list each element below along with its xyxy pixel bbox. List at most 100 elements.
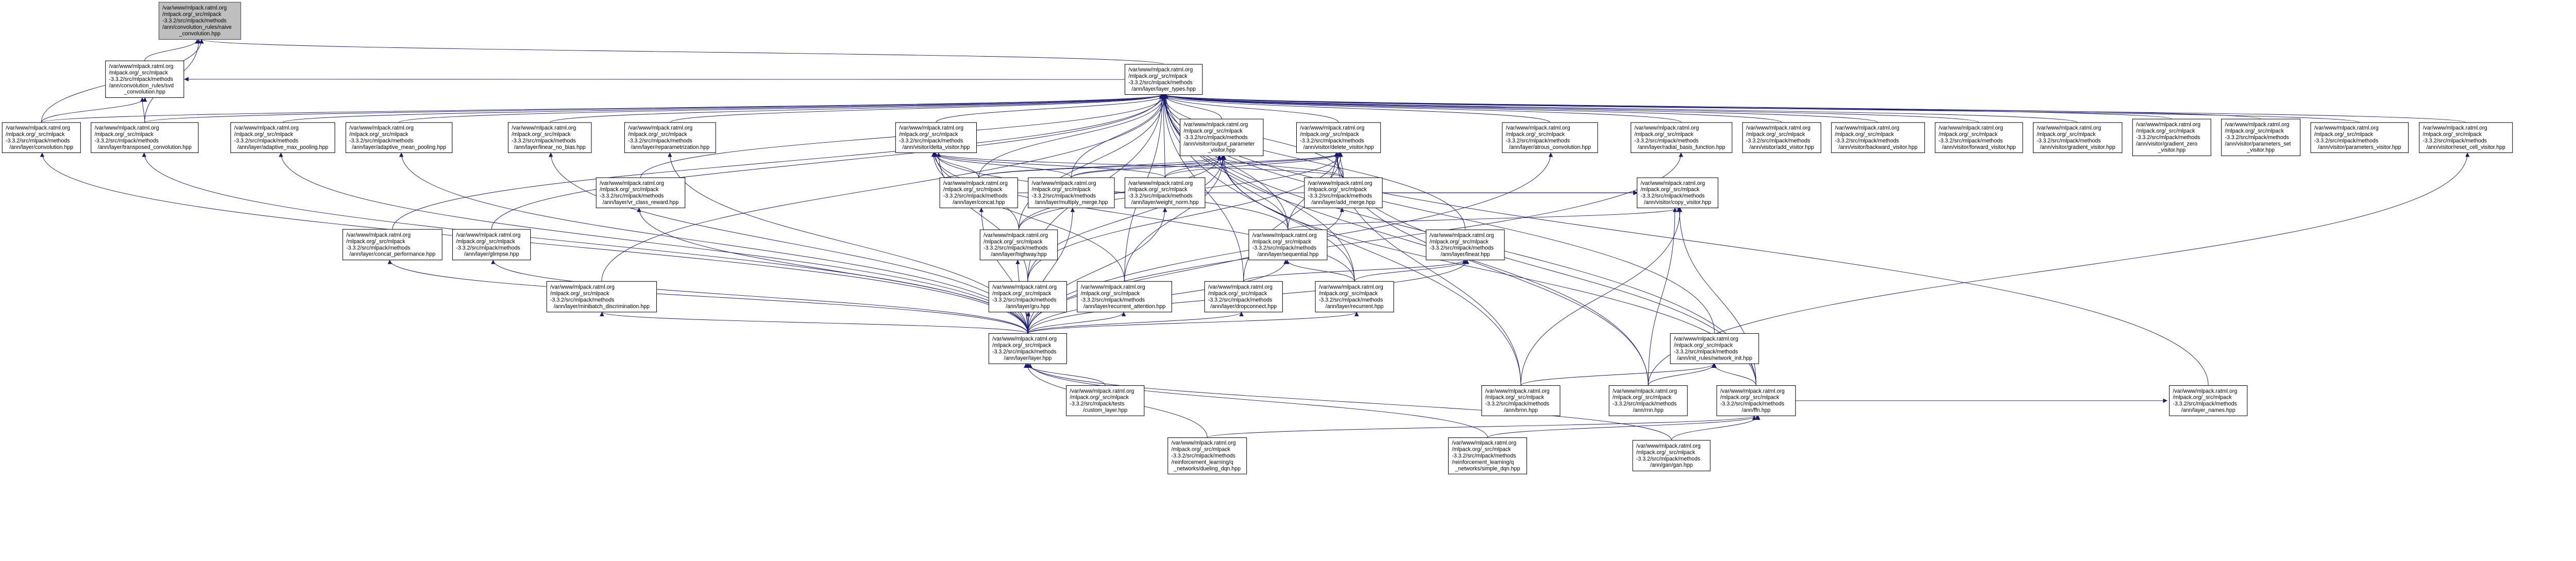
- node-box: [2132, 118, 2211, 156]
- node-label-line: /ann/layer/sequential.hpp: [1258, 251, 1319, 258]
- file-node-adaptive-max-pooling[interactable]: /var/www/mlpack.ratml.org/mlpack.org/_sr…: [230, 122, 335, 154]
- node-label-line: /mlpack.org/_src/mlpack: [1746, 131, 1805, 138]
- file-node-layer-names[interactable]: /var/www/mlpack.ratml.org/mlpack.org/_sr…: [2169, 385, 2248, 416]
- file-node-add-merge[interactable]: /var/www/mlpack.ratml.org/mlpack.org/_sr…: [1304, 177, 1383, 209]
- node-box: [1631, 122, 1733, 154]
- node-label-line: /mlpack.org/_src/mlpack: [1674, 343, 1733, 349]
- node-label-line: /mlpack.org/_src/mlpack: [1636, 449, 1696, 455]
- file-node-weight-norm[interactable]: /var/www/mlpack.ratml.org/mlpack.org/_sr…: [1124, 177, 1206, 209]
- node-label-line: /ann/layer/minibatch_discrimination.hpp: [554, 303, 650, 310]
- file-node-vr-class-reward[interactable]: /var/www/mlpack.ratml.org/mlpack.org/_sr…: [596, 177, 686, 209]
- include-edge: [1354, 260, 1468, 282]
- file-node-reset-cell-visitor[interactable]: /var/www/mlpack.ratml.org/mlpack.org/_sr…: [2419, 122, 2513, 154]
- file-node-recurrent[interactable]: /var/www/mlpack.ratml.org/mlpack.org/_sr…: [1315, 281, 1394, 313]
- file-node-parameters-visitor[interactable]: /var/www/mlpack.ratml.org/mlpack.org/_sr…: [2310, 122, 2409, 154]
- file-node-svd-convolution[interactable]: /var/www/mlpack.ratml.org/mlpack.org/_sr…: [105, 60, 184, 98]
- node-box: [1716, 385, 1796, 416]
- file-node-dropconnect[interactable]: /var/www/mlpack.ratml.org/mlpack.org/_sr…: [1204, 281, 1283, 313]
- node-label-line: -3.3.2/src/mlpack/methods: [1172, 453, 1235, 459]
- file-node-glimpse[interactable]: /var/www/mlpack.ratml.org/mlpack.org/_sr…: [452, 229, 531, 261]
- file-node-custom-layer[interactable]: /var/www/mlpack.ratml.org/mlpack.org/_sr…: [1066, 385, 1145, 416]
- file-node-add-visitor[interactable]: /var/www/mlpack.ratml.org/mlpack.org/_sr…: [1742, 122, 1821, 154]
- file-node-ffn[interactable]: /var/www/mlpack.ratml.org/mlpack.org/_sr…: [1716, 385, 1796, 416]
- file-node-gan[interactable]: /var/www/mlpack.ratml.org/mlpack.org/_sr…: [1632, 440, 1710, 471]
- node-box: [1167, 437, 1247, 474]
- node-label-line: /ann/layer/linear.hpp: [1440, 251, 1490, 258]
- node-label-line: /var/www/mlpack.ratml.org: [1128, 67, 1193, 73]
- file-node-network-init[interactable]: /var/www/mlpack.ratml.org/mlpack.org/_sr…: [1670, 333, 1759, 364]
- node-label-line: -3.3.2/src/mlpack/methods: [6, 138, 70, 144]
- file-node-parameters-set-visitor[interactable]: /var/www/mlpack.ratml.org/mlpack.org/_sr…: [2221, 118, 2301, 156]
- file-node-gradient-visitor[interactable]: /var/www/mlpack.ratml.org/mlpack.org/_sr…: [2032, 122, 2123, 154]
- file-node-forward-visitor[interactable]: /var/www/mlpack.ratml.org/mlpack.org/_sr…: [1935, 122, 2023, 154]
- node-label-line: /var/www/mlpack.ratml.org: [1506, 125, 1570, 131]
- file-node-rnn[interactable]: /var/www/mlpack.ratml.org/mlpack.org/_sr…: [1608, 385, 1688, 416]
- file-node-concat-performance[interactable]: /var/www/mlpack.ratml.org/mlpack.org/_sr…: [342, 229, 443, 261]
- node-box: [1077, 281, 1172, 313]
- file-node-simple-dqn[interactable]: /var/www/mlpack.ratml.org/mlpack.org/_sr…: [1448, 437, 1527, 474]
- file-node-brnn[interactable]: /var/www/mlpack.ratml.org/mlpack.org/_sr…: [1481, 385, 1561, 416]
- node-label-line: /var/www/mlpack.ratml.org: [109, 63, 174, 70]
- file-node-copy-visitor[interactable]: /var/www/mlpack.ratml.org/mlpack.org/_sr…: [1637, 177, 1719, 209]
- file-node-layer[interactable]: /var/www/mlpack.ratml.org/mlpack.org/_sr…: [988, 333, 1067, 364]
- node-label-line: /ann/layer/reparametrization.hpp: [631, 144, 709, 150]
- node-label-line: -3.3.2/src/mlpack/methods: [1506, 138, 1570, 144]
- node-label-line: /ann/layer/transposed_convolution.hpp: [98, 144, 192, 150]
- file-node-adaptive-mean-pooling[interactable]: /var/www/mlpack.ratml.org/mlpack.org/_sr…: [345, 122, 453, 154]
- file-node-linear-no-bias[interactable]: /var/www/mlpack.ratml.org/mlpack.org/_sr…: [507, 122, 592, 154]
- file-node-radial-basis-function[interactable]: /var/www/mlpack.ratml.org/mlpack.org/_sr…: [1631, 122, 1733, 154]
- file-node-sequential[interactable]: /var/www/mlpack.ratml.org/mlpack.org/_sr…: [1248, 229, 1328, 261]
- node-label-line: /mlpack.org/_src/mlpack: [992, 343, 1052, 349]
- file-node-gradient-zero-visitor[interactable]: /var/www/mlpack.ratml.org/mlpack.org/_sr…: [2132, 118, 2211, 156]
- node-label-line: /var/www/mlpack.ratml.org: [2173, 388, 2237, 394]
- file-node-gru[interactable]: /var/www/mlpack.ratml.org/mlpack.org/_sr…: [988, 281, 1067, 313]
- file-node-convolution[interactable]: /var/www/mlpack.ratml.org/mlpack.org/_sr…: [2, 122, 81, 154]
- include-edge: [1164, 94, 1682, 123]
- include-edge: [931, 152, 1125, 282]
- node-label-line: -3.3.2/src/mlpack/methods: [600, 193, 664, 199]
- file-node-linear[interactable]: /var/www/mlpack.ratml.org/mlpack.org/_sr…: [1426, 229, 1505, 261]
- node-label-line: -3.3.2/src/mlpack/methods: [1252, 245, 1316, 251]
- include-edge: [1520, 208, 1683, 386]
- file-node-concat[interactable]: /var/www/mlpack.ratml.org/mlpack.org/_sr…: [939, 177, 1018, 209]
- node-label-line: /mlpack.org/_src/mlpack: [1128, 186, 1188, 193]
- node-label-line: /mlpack.org/_src/mlpack: [1032, 186, 1091, 193]
- file-node-minibatch-discrimination[interactable]: /var/www/mlpack.ratml.org/mlpack.org/_sr…: [546, 281, 657, 313]
- include-edge: [932, 152, 1165, 178]
- node-label-line: /ann/layer/radial_basis_function.hpp: [1638, 144, 1725, 150]
- node-label-line: -3.3.2/src/mlpack/methods: [2173, 401, 2236, 407]
- node-label-line: -3.3.2/src/mlpack/methods: [1319, 297, 1383, 303]
- include-edge: [978, 152, 1343, 178]
- node-box: [979, 229, 1058, 261]
- node-label-line: -3.3.2/src/mlpack/methods: [1183, 134, 1247, 141]
- file-node-atrous-convolution[interactable]: /var/www/mlpack.ratml.org/mlpack.org/_sr…: [1502, 122, 1598, 154]
- file-node-delta-visitor[interactable]: /var/www/mlpack.ratml.org/mlpack.org/_sr…: [895, 122, 977, 154]
- file-node-multiply-merge[interactable]: /var/www/mlpack.ratml.org/mlpack.org/_sr…: [1028, 177, 1115, 209]
- file-node-recurrent-attention[interactable]: /var/www/mlpack.ratml.org/mlpack.org/_sr…: [1077, 281, 1172, 313]
- file-node-layer-types[interactable]: /var/www/mlpack.ratml.org/mlpack.org/_sr…: [1124, 64, 1203, 95]
- node-label-line: /mlpack.org/_src/mlpack: [1208, 291, 1267, 297]
- node-label-line: /mlpack.org/_src/mlpack: [1081, 291, 1140, 297]
- include-edge: [1026, 363, 1672, 440]
- file-node-highway[interactable]: /var/www/mlpack.ratml.org/mlpack.org/_sr…: [979, 229, 1058, 261]
- file-node-delete-visitor[interactable]: /var/www/mlpack.ratml.org/mlpack.org/_sr…: [1296, 122, 1381, 154]
- node-label-line: /ann/visitor/add_visitor.hpp: [1750, 144, 1815, 150]
- file-node-dueling-dqn[interactable]: /var/www/mlpack.ratml.org/mlpack.org/_sr…: [1167, 437, 1247, 474]
- node-label-line: /var/www/mlpack.ratml.org: [1183, 122, 1248, 128]
- node-label-line: -3.3.2/src/mlpack/methods: [95, 138, 159, 144]
- include-edge: [1071, 156, 1226, 178]
- include-edge: [1487, 415, 1759, 438]
- file-node-transposed-convolution[interactable]: /var/www/mlpack.ratml.org/mlpack.org/_sr…: [91, 122, 199, 154]
- include-edge: [1018, 94, 1166, 230]
- node-label-line: /mlpack.org/_src/mlpack: [1430, 239, 1489, 245]
- include-edge: [41, 97, 147, 123]
- node-label-line: /var/www/mlpack.ratml.org: [1485, 388, 1550, 394]
- file-node-backward-visitor[interactable]: /var/www/mlpack.ratml.org/mlpack.org/_sr…: [1831, 122, 1925, 154]
- file-node-reparametrization[interactable]: /var/www/mlpack.ratml.org/mlpack.org/_sr…: [624, 122, 716, 154]
- node-label-line: -3.3.2/src/mlpack/methods: [1640, 193, 1704, 199]
- node-label-line: /var/www/mlpack.ratml.org: [2136, 122, 2200, 128]
- node-label-line: /var/www/mlpack.ratml.org: [899, 125, 963, 131]
- node-label-line: /ann/layer/recurrent.hpp: [1326, 303, 1384, 310]
- node-label-line: -3.3.2/src/mlpack/methods: [1452, 453, 1516, 459]
- file-node-output-parameter-visitor[interactable]: /var/www/mlpack.ratml.org/mlpack.org/_sr…: [1180, 118, 1264, 156]
